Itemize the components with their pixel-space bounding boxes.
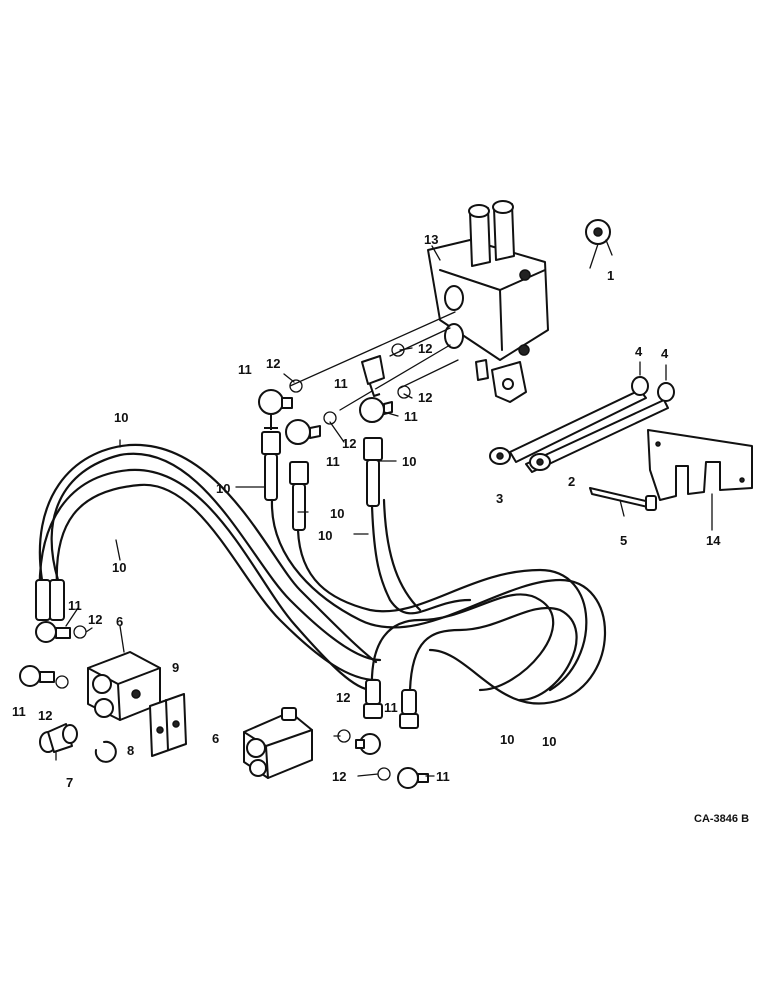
hose-fittings-upper [261, 431, 383, 531]
callout-leaders [65, 243, 713, 777]
callout-11c: 11 [326, 454, 340, 469]
callout-6b: 6 [212, 731, 219, 746]
control-rods [489, 361, 675, 473]
control-valve [427, 200, 549, 403]
callout-7: 7 [66, 775, 73, 790]
callout-12b: 12 [418, 341, 432, 356]
callout-8: 8 [127, 743, 134, 758]
adapter [39, 723, 78, 761]
callout-11d: 11 [404, 409, 418, 424]
callout-12g: 12 [336, 690, 350, 705]
callout-11h: 11 [436, 769, 450, 784]
callout-10d: 10 [330, 506, 344, 521]
callout-10b: 10 [112, 560, 126, 575]
hose-fittings-lower [35, 579, 419, 729]
callout-10e: 10 [318, 528, 332, 543]
callout-10c: 10 [216, 481, 230, 496]
mounting-bracket [149, 693, 187, 757]
lower-right-fittings [337, 729, 429, 789]
callout-10h: 10 [542, 734, 556, 749]
callout-4b: 4 [661, 346, 669, 361]
callout-11e: 11 [68, 598, 82, 613]
callout-12c: 12 [418, 390, 432, 405]
pin [589, 487, 657, 511]
callout-9: 9 [172, 660, 179, 675]
callout-14: 14 [706, 533, 721, 548]
callout-3: 3 [496, 491, 503, 506]
callout-11f: 11 [12, 704, 26, 719]
callout-13: 13 [424, 232, 438, 247]
snap-ring [94, 740, 117, 763]
callout-5: 5 [620, 533, 627, 548]
callout-12e: 12 [88, 612, 102, 627]
port-leader-lines [289, 311, 459, 411]
valve-fittings [258, 343, 411, 445]
callout-12a: 12 [266, 356, 280, 371]
coupler-block-left [87, 651, 161, 721]
cover-plate [647, 429, 753, 501]
callout-12f: 12 [38, 708, 52, 723]
callout-10f: 10 [402, 454, 416, 469]
callout-labels: 1 2 3 4 4 5 6 6 7 8 9 10 10 10 10 10 10 … [12, 232, 749, 825]
callout-1: 1 [607, 268, 614, 283]
callout-11g: 11 [384, 700, 398, 715]
plug [585, 219, 613, 256]
callout-6a: 6 [116, 614, 123, 629]
diagram-code: CA-3846 B [694, 813, 749, 825]
callout-4a: 4 [635, 344, 643, 359]
callout-11a: 11 [238, 362, 252, 377]
left-fittings [19, 621, 87, 689]
callout-12d: 12 [342, 436, 356, 451]
callout-2: 2 [568, 474, 575, 489]
callout-10a: 10 [114, 410, 128, 425]
callout-10g: 10 [500, 732, 514, 747]
callout-11b: 11 [334, 376, 348, 391]
hose-routing [38, 443, 606, 705]
callout-12h: 12 [332, 769, 346, 784]
coupler-block-right [243, 707, 313, 779]
